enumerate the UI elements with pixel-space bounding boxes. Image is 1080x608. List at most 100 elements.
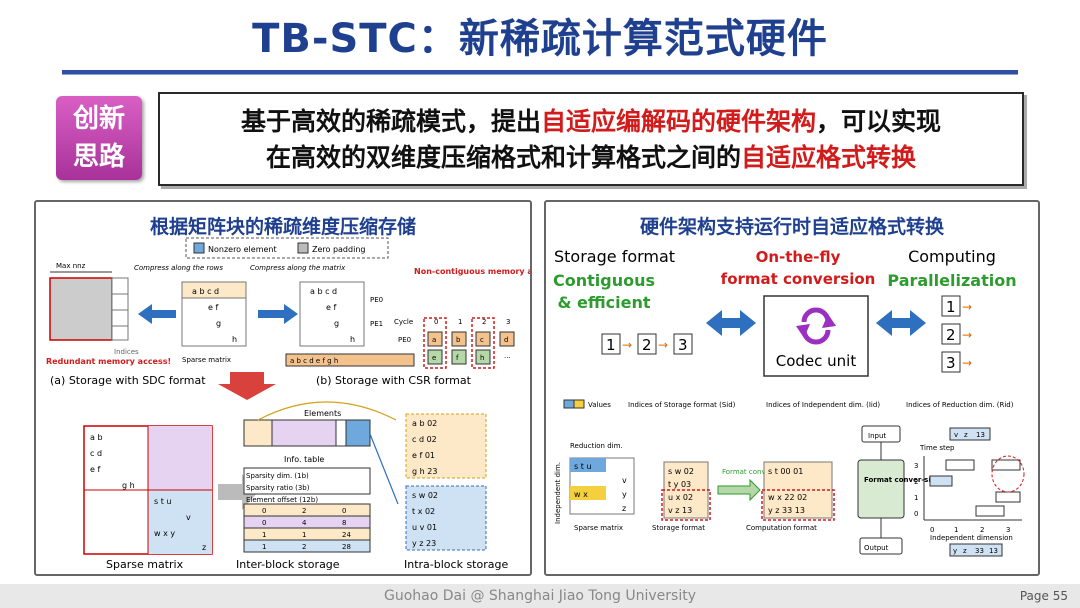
info-h2: Element offset (12b) [246,496,318,504]
axis-tick: 3 [1006,526,1010,534]
cycle-0: 0 [434,318,438,326]
matrix-cell: c d [90,449,102,458]
info-cell: 8 [342,519,346,527]
output-box [859,537,903,555]
caption-sparse: Sparse matrix [106,558,184,571]
left-panel: 根据矩阵块的稀疏维度压缩存储 Nonzero element Zero padd… [34,200,532,576]
conv-highlight [761,489,835,521]
csr-elements: a b c d e f g h [290,357,338,365]
caption-a: (a) Storage with SDC format [50,374,206,387]
input-label: Input [868,432,886,440]
contiguous-label: Contiguous [553,271,655,290]
storage-row: s w 02 [668,467,694,476]
info-cell: 24 [342,531,351,539]
out-13: 13 [989,547,998,555]
arrow-head [284,304,298,324]
par-2: 2 [946,326,956,344]
arrow-shaft [890,318,912,328]
pe0-val-0: a [432,336,436,344]
values-swatch [573,399,585,409]
info-header [243,467,371,495]
elements-bar [243,419,371,447]
intra-row: a b 02 [412,419,437,428]
arrow-head [138,304,152,324]
bottom-storage-format: s w 02 t y 03 u x 02 v z 13 [661,461,711,521]
element-seg [271,419,337,447]
refresh-head [796,324,810,338]
matrix-cell: w x [574,490,588,499]
intra-row: c d 02 [412,435,437,444]
right-double-arrow [876,310,926,336]
arrow-head [740,310,756,336]
par-box [941,351,961,373]
grid-cell [929,475,953,487]
out-33: 33 [975,547,984,555]
info-cell: 0 [262,519,266,527]
sdc-matrix [49,277,129,341]
independent-dim-label: Independent dim. [554,462,562,524]
redundant-label: Redundant memory access! [46,357,171,366]
par-arrow: → [962,356,972,370]
output-label: Output [864,544,889,552]
element-seg [243,419,273,447]
time-step-label: Time step [919,444,955,452]
page-title: TB-STC：新稀疏计算范式硬件 [252,16,828,62]
matrix-cell: s t u [574,462,591,471]
bottom-matrix-cells [570,486,606,500]
seq-box [673,333,693,355]
info-h0: Sparsity dim. (1b) [246,472,309,480]
matrix-cell: s t u [154,497,171,506]
bottom-sparse-matrix: s t u v w x y z [569,457,635,515]
matrix-cell: g [334,319,339,328]
innovation-badge: 创新 思路 [56,96,142,180]
indices-label: Indices [114,348,139,356]
legend-sid: Indices of Storage format (Sid) [628,401,736,409]
time-step-grid: 3 2 1 0 0 1 2 3 [914,455,1025,534]
intra-block-0: a b 02 c d 02 e f 01 g h 23 [405,413,487,479]
non-contiguous-label: Non-contiguous memory access! [414,267,530,276]
info-row [243,539,371,553]
matrix-cell: a b c d [310,287,337,296]
grid-cell [945,459,975,471]
intra-frame [405,413,487,479]
idea-highlight: 自适应编解码的硬件架构 [540,107,816,136]
format-conv-small: Format conversion [722,468,787,476]
bottom-computation-format: s t 00 01 w x 22 02 y z 33 13 [761,461,835,521]
info-cell: 1 [262,531,266,539]
info-table-label: Info. table [284,455,324,464]
refresh-head [822,314,836,328]
axis-tick: 2 [914,478,918,486]
matrix-cell: a b c d [192,287,219,296]
cycle-label: Cycle [394,318,413,326]
right-panel: 硬件架构支持运行时自适应格式转换 Storage format Contiguo… [544,200,1040,576]
ellipsis: ··· [504,354,511,362]
out-row-box [949,543,1003,557]
axis-tick: 1 [954,526,958,534]
idea-text: 在高效的双维度压缩格式和计算格式之间的 [265,143,741,172]
seq-arrow: → [622,338,632,352]
pe1-val-2: h [480,354,484,362]
caption-b: (b) Storage with CSR format [316,374,472,387]
link-curve [257,401,397,421]
pe0-row-label: PE0 [398,336,411,344]
out-z: z [963,547,967,555]
seq-3: 3 [678,336,688,354]
pe1-val-1: f [456,354,459,362]
idea-line2: 在高效的双维度压缩格式和计算格式之间的自适应格式转换 [160,140,1022,176]
matrix-cell: z [622,504,626,513]
right-panel-heading: 硬件架构支持运行时自适应格式转换 [639,216,944,238]
vz13-v: v [954,431,958,439]
pe0-val-3: d [504,336,508,344]
matrix-cell: e f [208,303,218,312]
pe-cell [451,349,467,365]
axis-tick: 2 [980,526,984,534]
idea-text: ，可以实现 [816,107,942,136]
big-matrix-block [148,426,212,490]
non-contig-highlight [471,317,495,369]
info-cell: 0 [342,507,346,515]
matrix-cell: g h [122,481,135,490]
bottom-cap-comp: Computation format [746,524,817,532]
intra-row: g h 23 [412,467,437,476]
matrix-cell: h [350,335,355,344]
legend-frame [185,237,389,259]
